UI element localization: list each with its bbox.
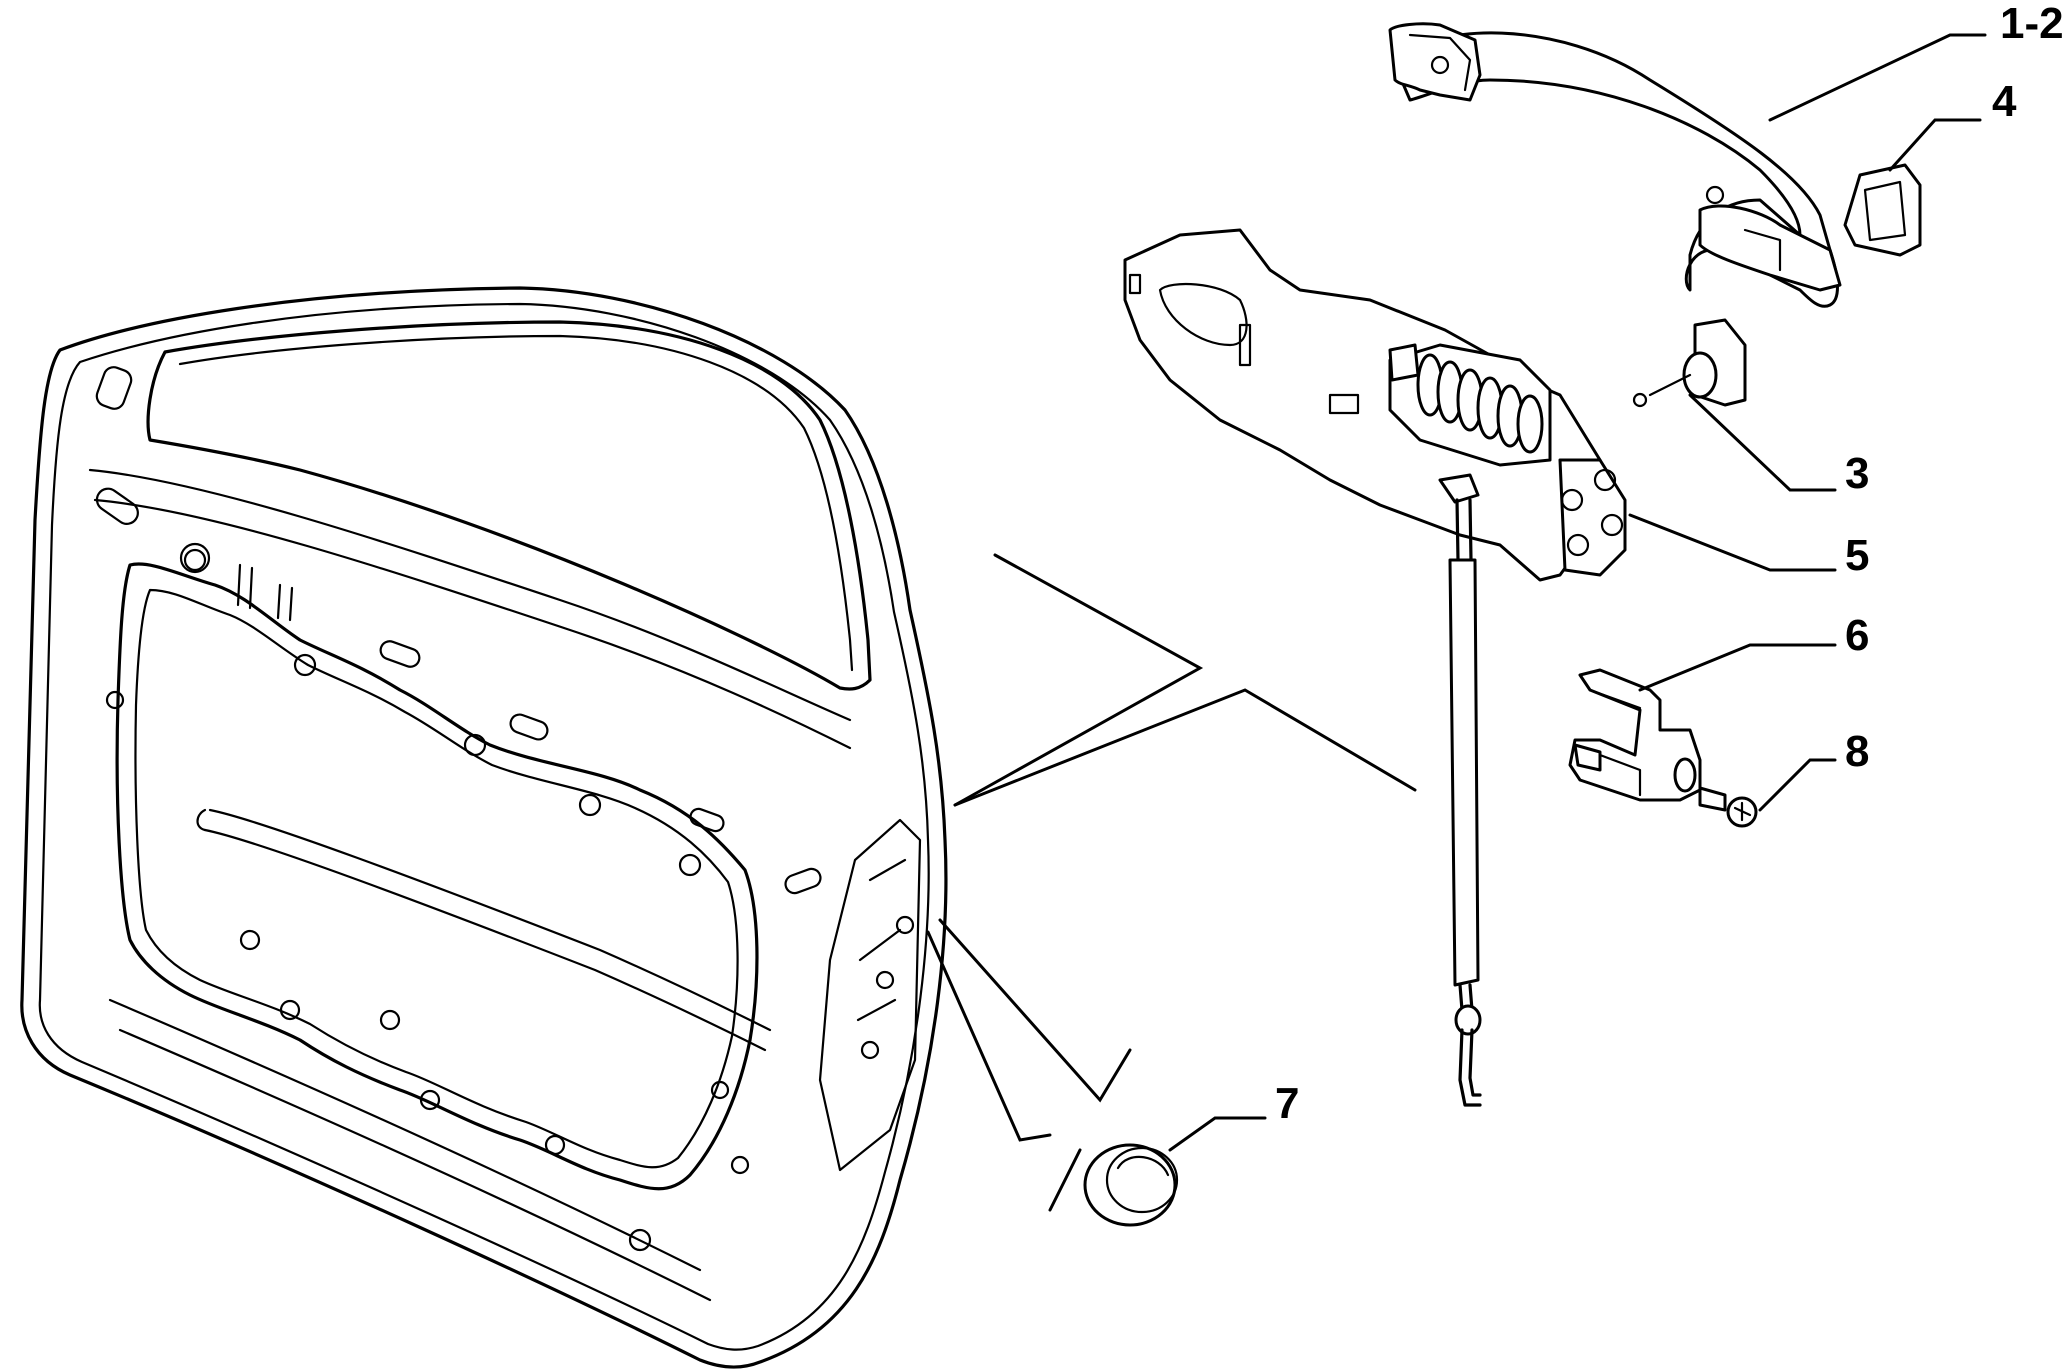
grommet-plug [1083,1143,1179,1227]
door-panel [20,286,948,1369]
callout-label-6: 6 [1845,611,1869,660]
handle-bracket [1568,668,1702,802]
outer-door-handle [1388,22,1842,308]
callout-label-4: 4 [1992,77,2017,126]
callout-labels: 1-2 4 3 5 6 8 7 [1275,0,2064,1128]
callout-label-3: 3 [1845,449,1869,498]
latch-spring [1416,353,1544,454]
screw [1698,786,1758,828]
lock-cylinder [1632,318,1747,408]
callout-label-7: 7 [1275,1079,1299,1128]
exploded-view-lines [926,553,1417,1212]
callout-label-8: 8 [1845,727,1869,776]
door-slots [95,366,822,895]
callout-label-5: 5 [1845,531,1869,580]
callout-label-1-2: 1-2 [2000,0,2064,48]
callout-leaders [1168,33,1987,1152]
handle-cap [1843,163,1922,257]
latch-mechanism [1123,228,1627,1107]
door-holes [105,548,915,1252]
